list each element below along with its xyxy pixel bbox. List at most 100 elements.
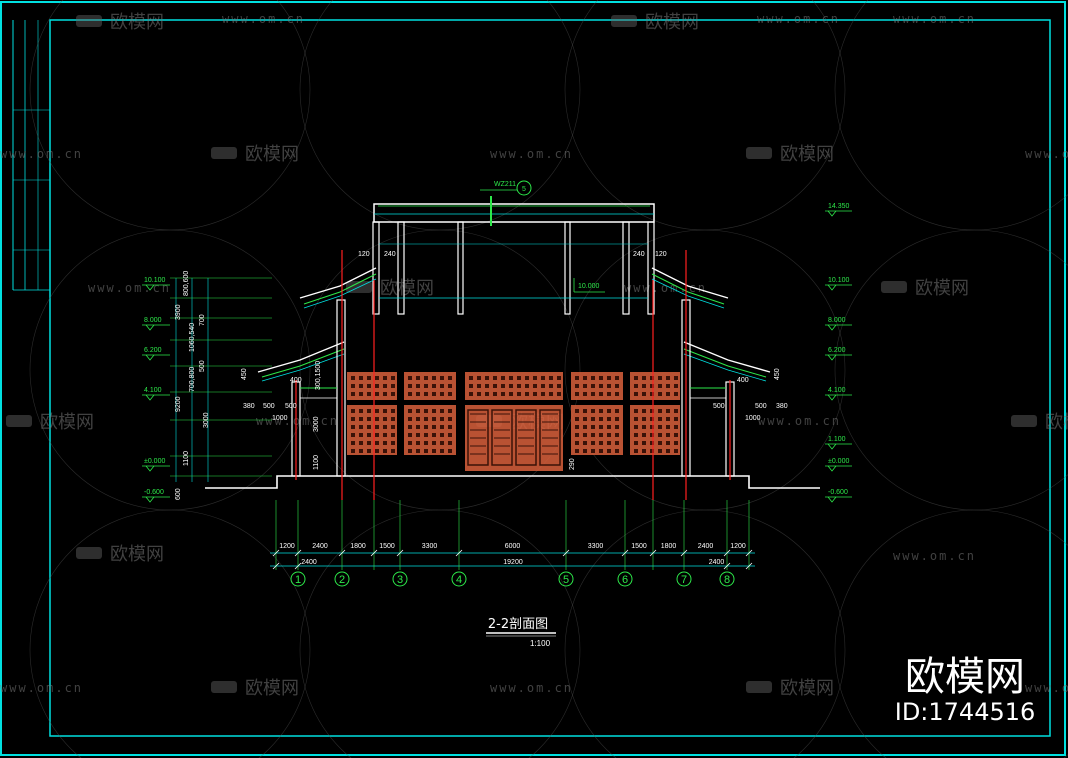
level-marker: [827, 443, 837, 450]
axis-bubble: [290, 571, 306, 587]
dim-label-bay: 3300: [422, 543, 438, 550]
watermark-brand: 欧模网: [780, 678, 834, 699]
watermark-arc: [564, 509, 846, 758]
watermark-logo-icon: [211, 147, 237, 159]
dim-tick: [294, 562, 302, 570]
upper-posts: [372, 221, 655, 315]
level-marker: [145, 284, 155, 291]
watermark-brand: 欧模网: [110, 544, 164, 565]
watermark-url: www.om.cn: [893, 549, 976, 563]
axis-label: 1: [295, 574, 301, 586]
axis-label: 7: [681, 574, 687, 586]
level-marker: [145, 354, 155, 361]
lattice-panel: [465, 372, 563, 400]
axis-label: 8: [724, 574, 730, 586]
level-marker: [827, 284, 837, 291]
level-marker: [827, 210, 837, 217]
axis-bubble: [451, 571, 467, 587]
level-marker: [145, 394, 155, 401]
lattice-panel: [571, 372, 623, 400]
axis-label: 6: [622, 574, 628, 586]
watermark-logo-icon: [611, 15, 637, 27]
watermark-url: www.om.cn: [222, 12, 305, 26]
watermark-arc: [834, 509, 1068, 758]
dim-label-local: 240: [633, 251, 645, 258]
dim-label-local: 1100: [313, 455, 320, 470]
level-marker: [827, 465, 837, 472]
dim-label-bay: 1800: [661, 543, 677, 550]
axis-bubble: [392, 571, 408, 587]
dim-label-bay: 1800: [350, 543, 366, 550]
watermark-url: www.om.cn: [1025, 147, 1068, 161]
level-label-left: 10.100: [144, 277, 166, 284]
dim-label-local: 290: [569, 458, 576, 470]
dim-tick: [723, 562, 731, 570]
dim-label-overall: 2400: [709, 559, 725, 566]
dim-tick: [680, 549, 688, 557]
watermark-brand-large: 欧模网: [905, 654, 1025, 700]
dim-label-vertical: 3900: [175, 304, 182, 320]
watermark-url: www.om.cn: [490, 681, 573, 695]
dim-label-vertical: 300,1500: [315, 361, 322, 390]
lattice-panel: [347, 405, 397, 455]
lattice-screens: [347, 372, 680, 471]
dim-label-local: 1000: [745, 415, 761, 422]
lattice-panel: [630, 372, 680, 400]
ground-line: [205, 475, 820, 489]
lower-eave-right: [683, 341, 771, 373]
level-label-left: 6.200: [144, 347, 162, 354]
level-label-right: 14.350: [828, 203, 850, 210]
watermark-arc: [29, 509, 311, 758]
watermark-brand: 欧模网: [645, 12, 699, 33]
dim-tick: [272, 549, 280, 557]
level-marker: [827, 354, 837, 361]
watermark-url: www.om.cn: [758, 414, 841, 428]
watermark-arc: [29, 229, 311, 511]
watermark-logo-icon: [76, 547, 102, 559]
dim-tick: [338, 549, 346, 557]
watermark-brand: 欧模网: [40, 412, 94, 433]
lattice-panel: [571, 405, 623, 455]
dim-label-bay: 1200: [279, 543, 295, 550]
level-marker: [145, 496, 155, 503]
dim-label-bay: 6000: [505, 543, 521, 550]
detail-callout-circle: [516, 180, 532, 196]
axis-label: 2: [339, 574, 345, 586]
watermark-brand: 欧模网: [245, 144, 299, 165]
lattice-panel: [630, 405, 680, 455]
watermark-brand: 欧模网: [1045, 412, 1068, 433]
dim-tick: [294, 549, 302, 557]
level-marker: [145, 465, 155, 472]
door-leaf: [539, 409, 561, 466]
dim-label-vertical: 1100: [183, 451, 190, 466]
dim-label-local: 400: [290, 377, 302, 384]
dim-tick: [621, 549, 629, 557]
watermark-url: www.om.cn: [490, 147, 573, 161]
watermark-url: www.om.cn: [0, 147, 83, 161]
watermark-logo-icon: [746, 147, 772, 159]
axis-label: 3: [397, 574, 403, 586]
dim-label-bay: 3300: [588, 543, 604, 550]
dim-label-local: 450: [774, 368, 781, 380]
title-block-column: [13, 20, 50, 290]
level-label-right: ±0.000: [828, 458, 849, 465]
dim-tick: [370, 549, 378, 557]
watermark-logo-icon: [746, 681, 772, 693]
dim-label-vertical: 500: [199, 360, 206, 372]
dim-label-bay: 1500: [631, 543, 647, 550]
dim-label-local: 500: [713, 403, 725, 410]
upper-eave-left: [299, 267, 377, 299]
inner-frame: [49, 19, 1051, 737]
dim-label-bay: 1200: [730, 543, 746, 550]
dim-label-vertical: 3000: [203, 412, 210, 428]
drawing-title: 2-2剖面图: [488, 617, 548, 632]
watermark-brand: 欧模网: [915, 278, 969, 299]
dim-label-local: 380: [776, 403, 788, 410]
lower-eave-left: [257, 341, 345, 373]
watermark-brand: 欧模网: [245, 678, 299, 699]
door-leaf: [467, 409, 489, 466]
dim-label-local: 450: [241, 368, 248, 380]
watermark-arc: [564, 229, 846, 511]
watermark-logo-icon: [1011, 415, 1037, 427]
